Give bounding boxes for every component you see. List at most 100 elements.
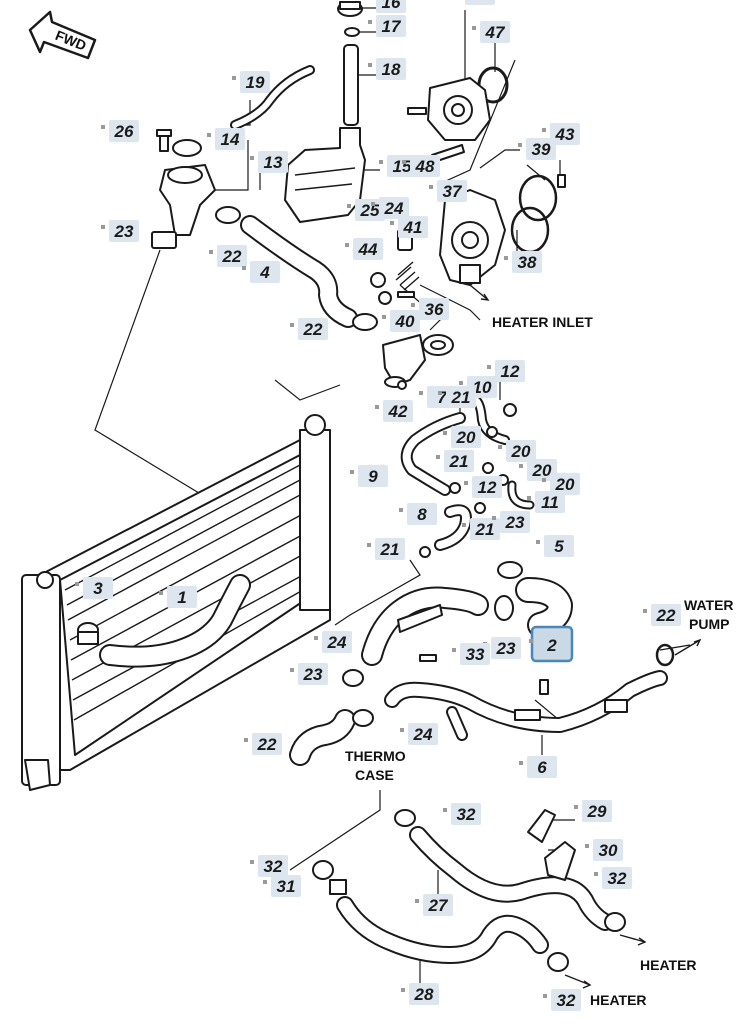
part-19-hose[interactable] xyxy=(230,65,315,130)
part-6-hose[interactable] xyxy=(289,709,356,766)
part-32-clamp-c[interactable] xyxy=(604,912,626,932)
thermo-case-label-1: THERMO xyxy=(345,748,406,764)
callout-box xyxy=(83,577,113,599)
part-7-hose[interactable] xyxy=(400,412,466,496)
heater-arrows xyxy=(469,284,647,989)
part-23-clamp-d[interactable] xyxy=(494,595,514,621)
part-23-clamp-c[interactable] xyxy=(497,561,523,579)
callout-30: 30 xyxy=(585,839,623,861)
part-26-bolt[interactable] xyxy=(156,129,172,152)
heater-inlet-label: HEATER INLET xyxy=(492,314,593,330)
callout-47: 47 xyxy=(472,21,510,43)
callout-18: 18 xyxy=(368,58,406,80)
callout-37: 37 xyxy=(429,180,467,202)
callout-33: 33 xyxy=(452,643,490,665)
part-2-pipe[interactable] xyxy=(384,670,668,741)
callout-20: 20 xyxy=(443,426,481,448)
callout-number: 48 xyxy=(415,157,435,176)
callout-9: 9 xyxy=(350,465,388,487)
callout-number: 10 xyxy=(473,378,492,397)
part-32-clamp-b[interactable] xyxy=(394,809,416,827)
callout-20: 20 xyxy=(542,473,580,495)
callout-box xyxy=(215,128,245,150)
callout-31: 31 xyxy=(263,875,301,897)
callout-22: 22 xyxy=(643,604,681,626)
callout-dot xyxy=(643,609,647,613)
callout-number: 44 xyxy=(358,240,378,259)
part-44-seal[interactable] xyxy=(370,272,392,305)
part-47-bolt[interactable] xyxy=(407,107,427,115)
callout-number: 8 xyxy=(417,505,427,524)
part-33-oring[interactable] xyxy=(655,638,702,667)
part-22-clamp-d[interactable] xyxy=(352,709,374,727)
part-24-bolt-b[interactable] xyxy=(539,679,549,695)
callout-number: 38 xyxy=(518,253,537,272)
part-28-hose[interactable] xyxy=(336,896,549,964)
part-23-clip-a[interactable] xyxy=(151,231,177,249)
part-24-bolt-a[interactable] xyxy=(419,654,437,662)
callout-box xyxy=(258,855,288,877)
part-22-clamp-a[interactable] xyxy=(215,206,241,224)
callout-19: 19 xyxy=(232,71,270,93)
part-8-hose[interactable] xyxy=(434,504,472,551)
thermo-case-label-2: CASE xyxy=(355,767,394,783)
callout-dot xyxy=(209,250,213,254)
callout-number: 32 xyxy=(264,857,283,876)
callout-dot xyxy=(415,899,419,903)
callout-dot xyxy=(487,365,491,369)
callout-dot xyxy=(290,323,294,327)
callout-23: 23 xyxy=(492,511,530,533)
callout-box xyxy=(651,604,681,626)
callout-dot xyxy=(250,860,254,864)
part-30-bracket[interactable] xyxy=(544,841,576,881)
part-32-clamp-a[interactable] xyxy=(312,860,334,880)
callout-number: 19 xyxy=(246,73,265,92)
part-13-outlet[interactable] xyxy=(159,164,216,236)
callout-dot xyxy=(542,478,546,482)
callout-dot xyxy=(518,143,522,147)
part-18-pipe[interactable] xyxy=(343,44,359,126)
part-29-bracket[interactable] xyxy=(527,809,556,843)
callout-number: 1 xyxy=(177,588,186,607)
callout-number: 32 xyxy=(608,869,627,888)
part-39-ring[interactable] xyxy=(518,174,558,222)
part-5-hose[interactable] xyxy=(515,577,573,638)
callout-17: 17 xyxy=(368,15,406,37)
part-27-hose[interactable] xyxy=(409,826,614,931)
part-37-housing[interactable] xyxy=(439,189,506,286)
small-fittings[interactable] xyxy=(397,380,517,558)
part-11-pipe[interactable] xyxy=(507,480,535,510)
part-32-clamp-d[interactable] xyxy=(547,952,569,972)
callout-dot xyxy=(207,133,211,137)
callout-box xyxy=(444,450,474,472)
part-4-hose[interactable] xyxy=(240,215,358,328)
part-23-clip-b[interactable] xyxy=(77,622,99,645)
part-43-pin[interactable] xyxy=(557,174,566,188)
part-22-clamp-c[interactable] xyxy=(342,669,364,687)
callout-number: 17 xyxy=(382,17,402,36)
callout-number: 27 xyxy=(428,896,449,915)
part-31-fitting[interactable] xyxy=(329,879,347,895)
part-22-clamp-b[interactable] xyxy=(352,313,378,331)
callout-box xyxy=(408,723,438,745)
callout-dot xyxy=(263,880,267,884)
part-16-cap[interactable] xyxy=(337,1,363,17)
callout-dot xyxy=(529,639,533,643)
part-40-pin[interactable] xyxy=(397,291,415,298)
part-15-reservoir[interactable] xyxy=(284,127,366,223)
part-36-thermostat[interactable] xyxy=(422,334,454,356)
part-41-spring[interactable] xyxy=(395,261,420,291)
callout-38: 38 xyxy=(504,251,542,273)
callouts: 1617184647192614131548433937232225244144… xyxy=(75,0,681,1011)
part-14-cap[interactable] xyxy=(172,139,202,157)
callout-box xyxy=(582,800,612,822)
thermo-cover[interactable] xyxy=(382,334,426,388)
part-3-hose[interactable] xyxy=(99,574,251,668)
water-pump-body[interactable] xyxy=(427,77,491,141)
callout-dot xyxy=(75,582,79,586)
callout-12: 12 xyxy=(464,476,502,498)
callout-dot xyxy=(542,128,546,132)
part-1-pipe[interactable] xyxy=(361,586,489,666)
part-17-gasket[interactable] xyxy=(344,27,360,37)
water-pump-label-2: PUMP xyxy=(689,616,729,632)
